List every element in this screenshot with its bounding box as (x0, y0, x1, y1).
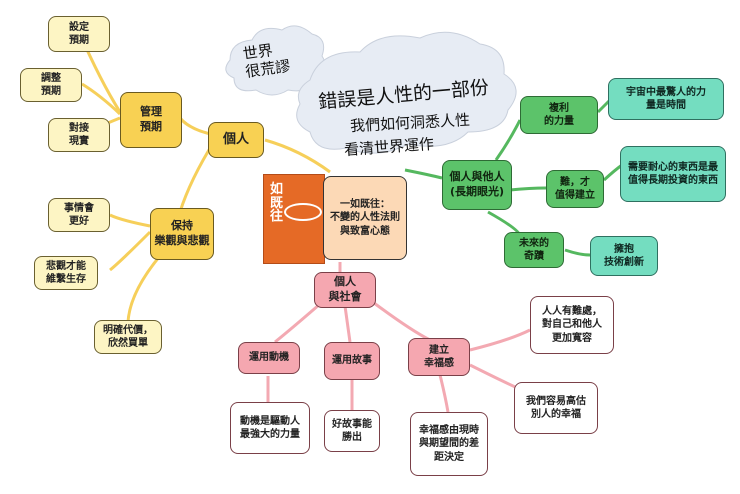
branch-personal: 個人 (208, 122, 264, 158)
topic-optimism-pessimism: 保持 樂觀與悲觀 (150, 208, 214, 260)
leaf-good-story-wins: 好故事能 勝出 (324, 410, 380, 452)
society-branch-lines (266, 262, 531, 413)
topic-use-motivation: 運用動機 (238, 342, 300, 374)
book-cover-image: 如既往 (263, 174, 325, 264)
leaf-embrace-innovation: 擁抱 技術創新 (590, 236, 658, 276)
branch-society: 個人 與社會 (314, 272, 376, 308)
leaf-be-tolerant: 人人有難處， 對自己和他人 更加寬容 (530, 296, 614, 354)
leaf-pessimism-survival: 悲觀才能 維繫生存 (34, 256, 98, 290)
leaf-pay-the-price: 明確代價， 欣然買單 (94, 320, 162, 354)
topic-worth-building: 難，才 值得建立 (546, 170, 604, 208)
leaf-time-power: 宇宙中最驚人的力 量是時間 (608, 78, 724, 120)
leaf-set-expectations: 設定 預期 (48, 16, 110, 52)
leaf-motivation-power: 動機是驅動人 最強大的力量 (230, 402, 310, 454)
leaf-face-reality: 對接 現實 (48, 118, 110, 152)
handwritten-note-1: 世界 很荒謬 (241, 41, 292, 81)
branch-others-long-term: 個人與他人 (長期眼光) (442, 160, 512, 210)
leaf-adjust-expectations: 調整 預期 (20, 68, 82, 102)
leaf-happiness-gap: 幸福感由現時 與期望間的差 距決定 (410, 412, 488, 476)
topic-manage-expectations: 管理 預期 (120, 92, 182, 148)
topic-future-miracle: 未來的 奇蹟 (504, 232, 564, 268)
topic-compounding: 複利 的力量 (520, 96, 598, 134)
leaf-overestimate-happiness: 我們容易高估 別人的幸福 (514, 382, 598, 434)
topic-use-stories: 運用故事 (324, 342, 380, 380)
thought-cloud-large (296, 31, 517, 154)
infinity-icon (284, 203, 322, 221)
leaf-things-get-better: 事情會 更好 (48, 198, 110, 232)
topic-build-happiness: 建立 幸福感 (408, 338, 470, 376)
central-topic: 一如既往： 不變的人性法則 與致富心態 (323, 176, 407, 260)
leaf-patience-investment: 需要耐心的東西是最 值得長期投資的東西 (620, 146, 726, 202)
book-cover-title: 如既往 (270, 182, 284, 225)
